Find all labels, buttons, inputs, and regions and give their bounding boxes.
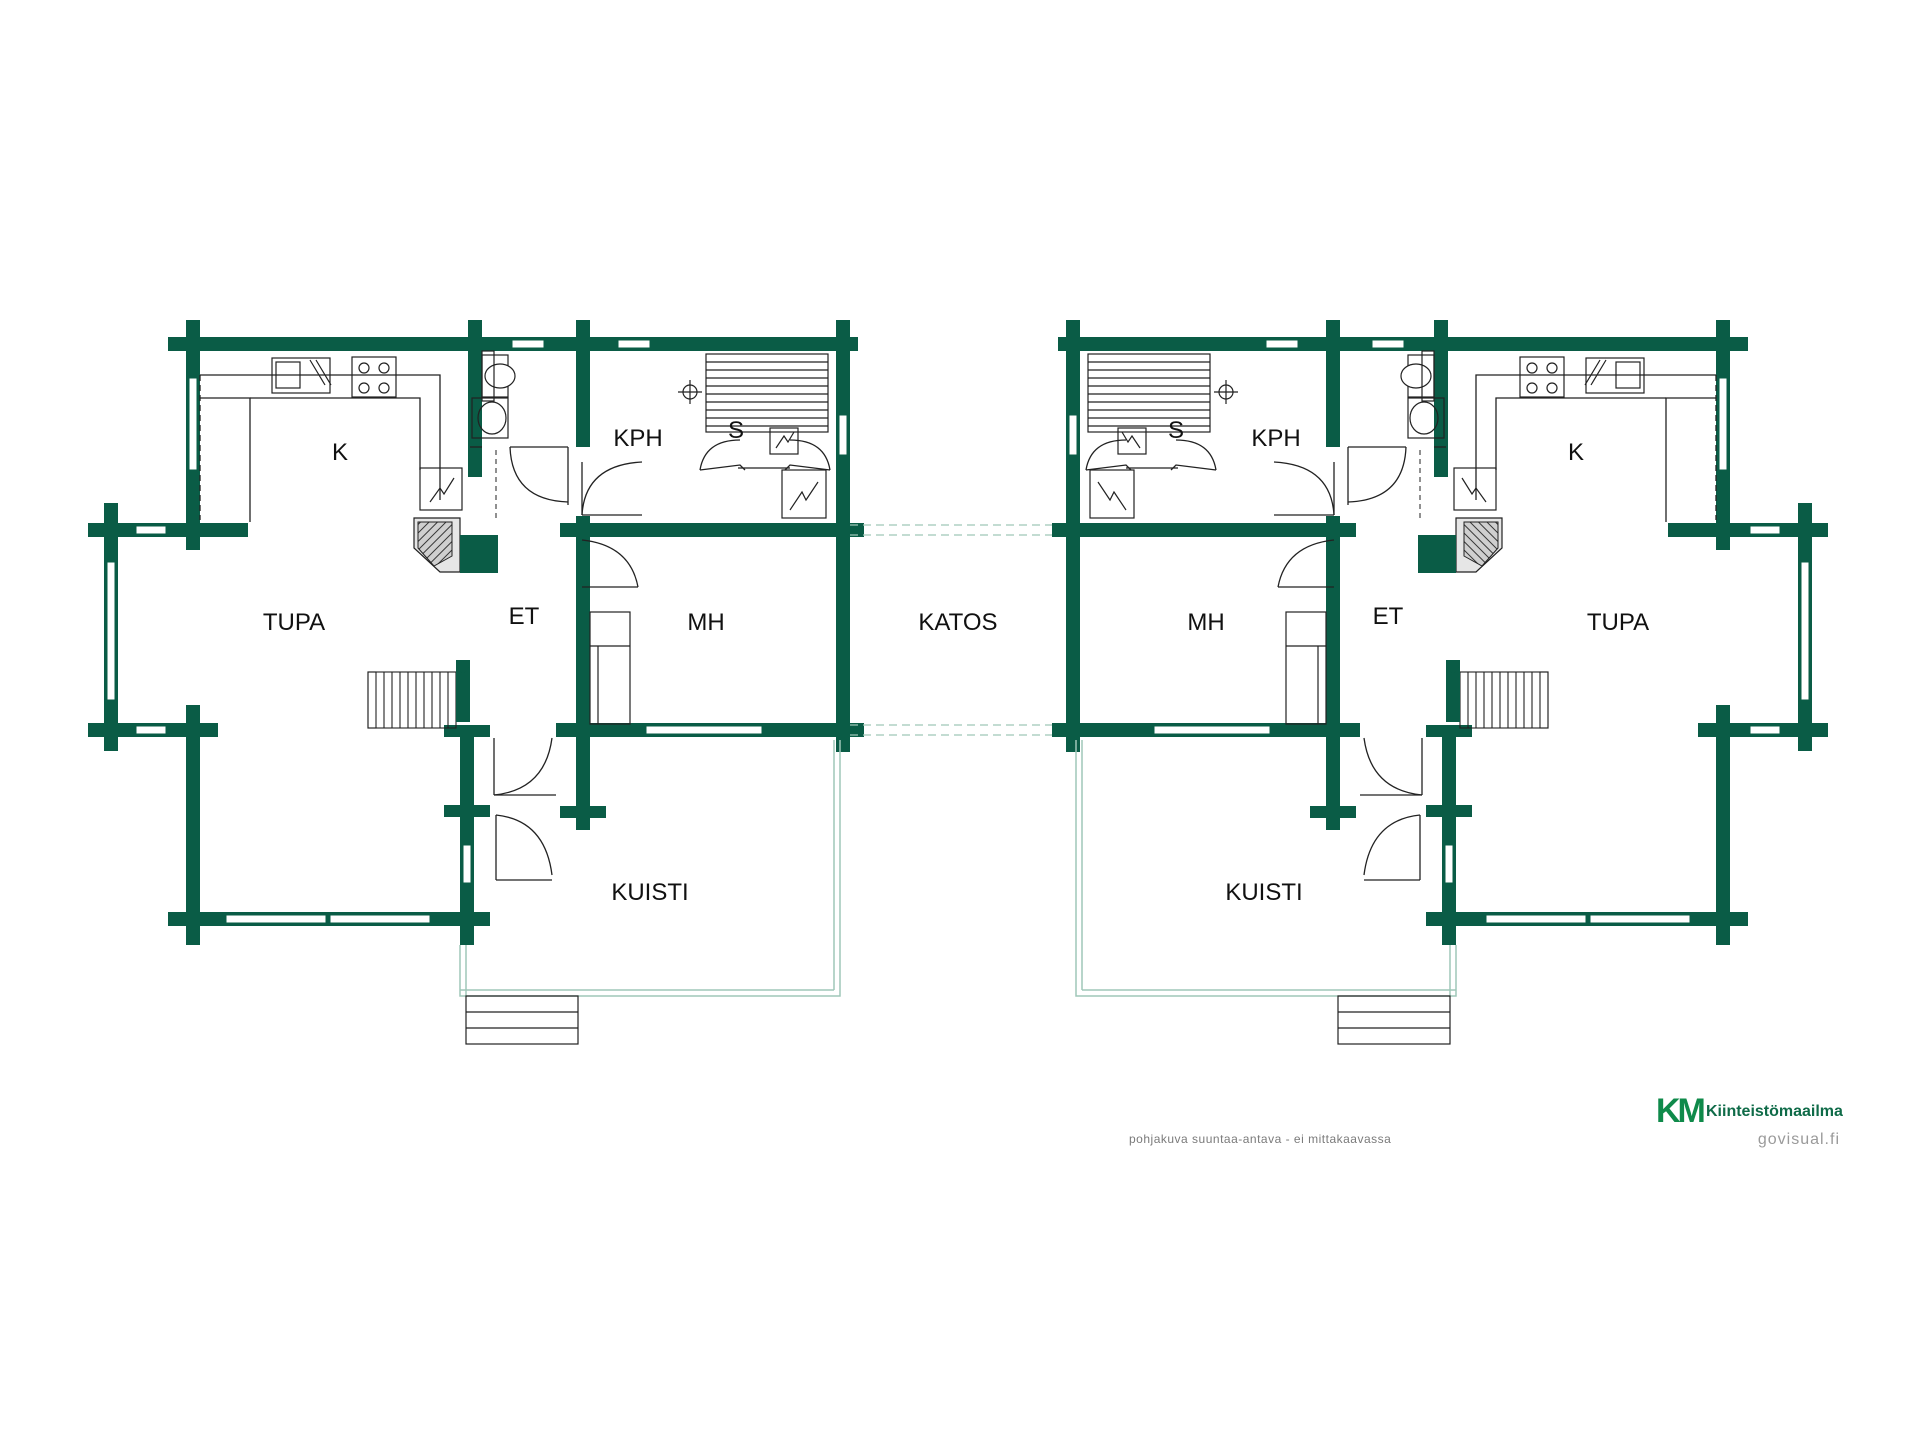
left-windows xyxy=(106,339,848,924)
right-toilet-icon xyxy=(1400,350,1435,402)
label-left-kuisti: KUISTI xyxy=(611,879,688,906)
footer-disclaimer: pohjakuva suuntaa-antava - ei mittakaava… xyxy=(1129,1132,1391,1146)
left-walls xyxy=(88,320,864,945)
left-fireplace-icon xyxy=(413,517,498,573)
room-labels: K KPH S TUPA ET MH KUISTI KATOS K KPH S … xyxy=(263,417,1649,906)
right-wc-sink-icon xyxy=(1407,397,1445,439)
left-porch-steps-icon xyxy=(465,995,579,1045)
label-left-tupa: TUPA xyxy=(263,609,325,636)
right-sink-icon xyxy=(1584,357,1645,394)
left-heater-icon xyxy=(781,469,827,519)
right-stove-icon xyxy=(1519,356,1565,398)
left-kitchen-counter xyxy=(199,374,441,522)
right-walls xyxy=(1052,320,1828,945)
left-unit xyxy=(88,320,864,1045)
left-fridge-icon xyxy=(419,467,463,511)
label-left-et: ET xyxy=(509,603,540,630)
label-left-mh: MH xyxy=(687,609,724,636)
right-porch-outline xyxy=(1075,740,1457,997)
right-heater-icon xyxy=(1089,469,1135,519)
left-wardrobe-icon xyxy=(589,611,631,725)
right-fireplace-icon xyxy=(1418,517,1503,573)
logo-mark: KM xyxy=(1656,1092,1705,1130)
katos-connector xyxy=(850,524,1066,736)
label-right-kph: KPH xyxy=(1251,425,1300,452)
logo-name: Kiinteistömaailma xyxy=(1706,1103,1843,1120)
left-sink-icon xyxy=(271,357,332,394)
brand-logo: KM Kiinteistömaailma xyxy=(1656,1092,1843,1130)
left-sauna-bench-icon xyxy=(705,353,829,455)
label-right-et: ET xyxy=(1373,603,1404,630)
left-shower-icon xyxy=(678,380,702,404)
right-unit xyxy=(1052,320,1828,1045)
label-right-kuisti: KUISTI xyxy=(1225,879,1302,906)
label-right-s: S xyxy=(1168,417,1184,444)
label-left-k: K xyxy=(332,439,348,466)
right-sauna-bench-icon xyxy=(1087,353,1211,455)
label-right-tupa: TUPA xyxy=(1587,609,1649,636)
right-porch-steps-icon xyxy=(1337,995,1451,1045)
left-porch-outline xyxy=(459,740,841,997)
label-left-s: S xyxy=(728,417,744,444)
right-fridge-icon xyxy=(1453,467,1497,511)
label-katos: KATOS xyxy=(918,609,997,636)
label-right-mh: MH xyxy=(1187,609,1224,636)
footer-url: govisual.fi xyxy=(1758,1131,1840,1148)
label-left-kph: KPH xyxy=(613,425,662,452)
right-windows xyxy=(1068,339,1810,924)
left-stairs-icon xyxy=(367,660,470,729)
left-doors xyxy=(493,439,831,881)
right-wardrobe-icon xyxy=(1285,611,1327,725)
left-wc-sink-icon xyxy=(471,397,509,439)
right-kitchen-counter xyxy=(1475,374,1717,522)
left-stove-icon xyxy=(351,356,397,398)
right-stairs-icon xyxy=(1446,660,1549,729)
right-shower-icon xyxy=(1214,380,1238,404)
left-toilet-icon xyxy=(481,350,516,402)
label-right-k: K xyxy=(1568,439,1584,466)
right-doors xyxy=(1085,439,1423,881)
